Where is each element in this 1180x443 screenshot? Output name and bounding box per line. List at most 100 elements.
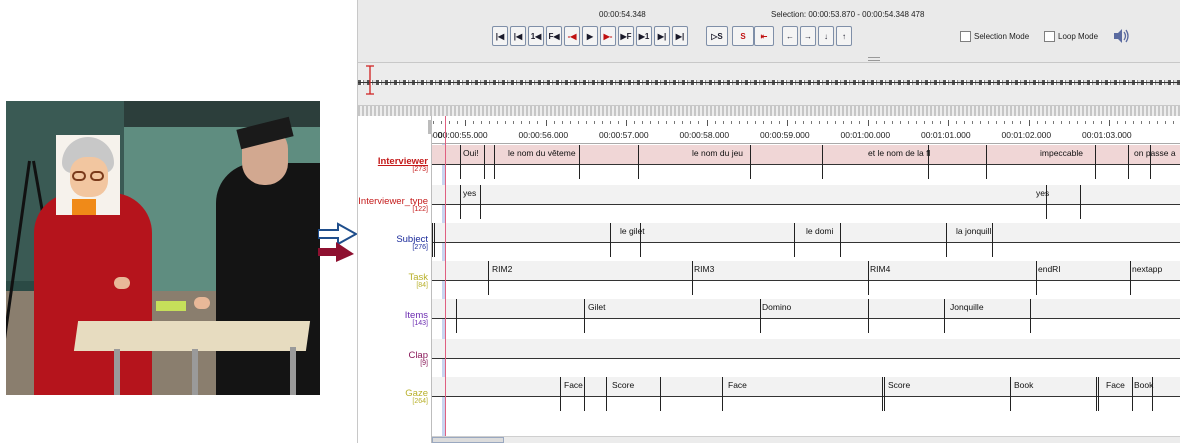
playhead-crosshair[interactable]: [445, 116, 446, 443]
annotation-boundary[interactable]: [692, 261, 693, 295]
previous-second-button[interactable]: 1◀: [528, 26, 544, 46]
annotation-boundary[interactable]: [488, 261, 489, 295]
tier-name-clap[interactable]: Clap[9]: [408, 350, 428, 367]
tier-name-interviewer_type[interactable]: Interviewer_type[122]: [358, 196, 428, 213]
annotation-boundary[interactable]: [1130, 261, 1131, 295]
annotation[interactable]: Oui!: [463, 148, 479, 158]
annotation-boundary[interactable]: [432, 223, 433, 257]
annotation[interactable]: la jonquill: [956, 226, 992, 236]
annotation-boundary[interactable]: [884, 377, 885, 411]
annotation-boundary[interactable]: [484, 145, 485, 179]
annotation-boundary[interactable]: [1030, 299, 1031, 333]
previous-scrollview-button[interactable]: |◀: [510, 26, 526, 46]
annotation[interactable]: Score: [888, 380, 911, 390]
annotation-boundary[interactable]: [794, 223, 795, 257]
annotation-boundary[interactable]: [1080, 185, 1081, 219]
previous-frame-button[interactable]: F◀: [546, 26, 562, 46]
annotation[interactable]: Face: [728, 380, 747, 390]
selection-mode-checkbox[interactable]: [960, 31, 971, 42]
annotation[interactable]: Score: [612, 380, 635, 390]
annotation-boundary[interactable]: [944, 299, 945, 333]
left-arrow-button[interactable]: ←: [782, 26, 798, 46]
annotation-boundary[interactable]: [986, 145, 987, 179]
annotation-boundary[interactable]: [992, 223, 993, 257]
annotation-boundary[interactable]: [560, 377, 561, 411]
annotation-boundary[interactable]: [928, 145, 929, 179]
annotation-boundary[interactable]: [584, 377, 585, 411]
annotation[interactable]: nextapp: [1132, 264, 1163, 274]
scrollbar-thumb[interactable]: [432, 437, 504, 443]
annotation[interactable]: Book: [1134, 380, 1154, 390]
annotation[interactable]: impeccable: [1040, 148, 1083, 158]
timeline-viewer[interactable]: )00 00:00:55.00000:00:56.00000:00:57.000…: [432, 116, 1180, 443]
selection-marker-icon[interactable]: [365, 65, 375, 95]
annotation[interactable]: Jonquille: [950, 302, 984, 312]
annotation-boundary[interactable]: [460, 145, 461, 179]
annotation-boundary[interactable]: [750, 145, 751, 179]
annotation-boundary[interactable]: [579, 145, 580, 179]
annotation[interactable]: Book: [1014, 380, 1034, 390]
annotation[interactable]: le gilet: [620, 226, 645, 236]
tier-name-subject[interactable]: Subject[276]: [396, 234, 428, 251]
annotation[interactable]: Face: [1106, 380, 1125, 390]
timeline-overview-panel[interactable]: [358, 62, 1180, 106]
next-second-button[interactable]: ▶1: [636, 26, 652, 46]
annotation-boundary[interactable]: [660, 377, 661, 411]
annotation-boundary[interactable]: [1132, 377, 1133, 411]
panel-divider[interactable]: [358, 106, 1180, 116]
annotation-boundary[interactable]: [606, 377, 607, 411]
annotation-boundary[interactable]: [822, 145, 823, 179]
tier-name-gaze[interactable]: Gaze[264]: [405, 388, 428, 405]
clear-selection-button[interactable]: S: [732, 26, 754, 46]
annotation-boundary[interactable]: [460, 185, 461, 219]
annotation-boundary[interactable]: [1098, 377, 1099, 411]
tier-name-interviewer[interactable]: Interviewer[273]: [378, 156, 428, 173]
next-frame-button[interactable]: ▶F: [618, 26, 634, 46]
tier-row-clap[interactable]: [432, 338, 1180, 376]
go-to-begin-button[interactable]: |◀: [492, 26, 508, 46]
tier-name-items[interactable]: Items[143]: [405, 310, 428, 327]
play-pause-button[interactable]: ▶: [582, 26, 598, 46]
play-selection-button[interactable]: ▷S: [706, 26, 728, 46]
panel-splitter-handle[interactable]: [868, 57, 880, 61]
annotation-boundary[interactable]: [1128, 145, 1129, 179]
annotation-boundary[interactable]: [1096, 377, 1097, 411]
annotation[interactable]: et le nom de la fl: [868, 148, 931, 158]
annotation-boundary[interactable]: [840, 223, 841, 257]
annotation-boundary[interactable]: [1095, 145, 1096, 179]
speaker-icon[interactable]: [1110, 28, 1132, 44]
annotation-boundary[interactable]: [638, 145, 639, 179]
annotation-boundary[interactable]: [946, 223, 947, 257]
annotation[interactable]: RIM4: [870, 264, 891, 274]
tier-panel-resize-handle[interactable]: [428, 120, 431, 134]
annotation-boundary[interactable]: [494, 145, 495, 179]
tier-name-task[interactable]: Task[84]: [408, 272, 428, 289]
annotation-boundary[interactable]: [1010, 377, 1011, 411]
annotation-boundary[interactable]: [1150, 145, 1151, 179]
annotation-boundary[interactable]: [584, 299, 585, 333]
annotation-boundary[interactable]: [1046, 185, 1047, 219]
annotation[interactable]: RIM2: [492, 264, 513, 274]
go-to-end-button[interactable]: ▶|: [672, 26, 688, 46]
time-ruler[interactable]: )00 00:00:55.00000:00:56.00000:00:57.000…: [432, 116, 1180, 144]
annotation-boundary[interactable]: [610, 223, 611, 257]
annotation-boundary[interactable]: [1036, 261, 1037, 295]
up-arrow-button[interactable]: ↑: [836, 26, 852, 46]
annotation-boundary[interactable]: [640, 223, 641, 257]
previous-pixel-button[interactable]: -◀: [564, 26, 580, 46]
annotation[interactable]: endRI: [1038, 264, 1061, 274]
annotation-boundary[interactable]: [456, 299, 457, 333]
annotation[interactable]: le domi: [806, 226, 834, 236]
annotation-boundary[interactable]: [722, 377, 723, 411]
annotation[interactable]: yes: [1036, 188, 1050, 198]
right-arrow-button[interactable]: →: [800, 26, 816, 46]
next-pixel-button[interactable]: ▶-: [600, 26, 616, 46]
annotation-boundary[interactable]: [480, 185, 481, 219]
annotation-boundary[interactable]: [882, 377, 883, 411]
